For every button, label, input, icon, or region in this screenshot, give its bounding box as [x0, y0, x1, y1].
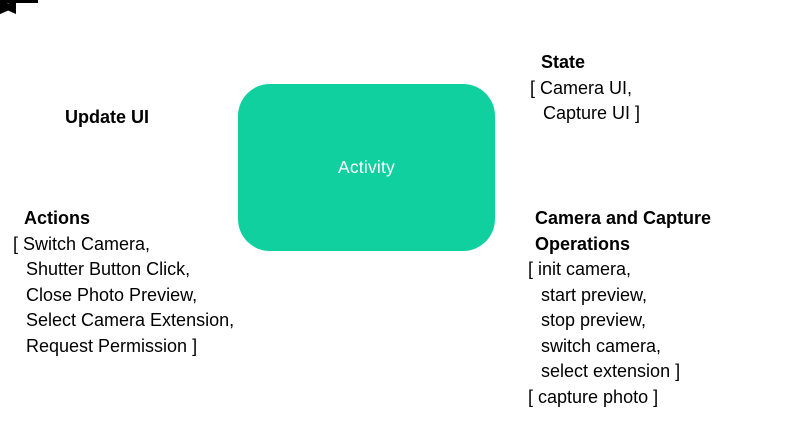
camera-operations-arrowhead-icon [0, 0, 16, 14]
activity-box: Activity [238, 84, 495, 251]
state-label-block: State [ Camera UI, Capture UI ] [530, 50, 640, 127]
update-ui-label: Update UI [65, 107, 150, 127]
state-title: State [541, 52, 586, 72]
actions-item: Request Permission ] [26, 335, 198, 356]
actions-item: [ Switch Camera, [13, 233, 151, 254]
camera-operations-title: Operations [535, 233, 631, 254]
actions-title: Actions [24, 208, 91, 228]
camera-operations-item: start preview, [541, 284, 648, 305]
camera-operations-label-block: Camera and Capture Operations [ init cam… [528, 206, 711, 410]
actions-item: Select Camera Extension, [26, 310, 235, 330]
camera-operations-item: [ init camera, [528, 259, 632, 279]
actions-label-block: Actions [ Switch Camera, Shutter Button … [13, 206, 234, 359]
camera-operations-item: switch camera, [541, 335, 662, 356]
activity-box-label: Activity [337, 157, 396, 177]
actions-item: Close Photo Preview, [26, 284, 198, 305]
camera-operations-item: stop preview, [541, 310, 647, 330]
state-item: [ Camera UI, [530, 77, 633, 98]
camera-operations-title: Camera and Capture [535, 208, 712, 228]
camera-operations-item: select extension ] [541, 361, 681, 381]
state-item: Capture UI ] [543, 103, 641, 123]
camera-operations-item: [ capture photo ] [528, 386, 659, 407]
actions-item: Shutter Button Click, [26, 259, 191, 279]
top-left-crop-artifact [0, 0, 38, 3]
